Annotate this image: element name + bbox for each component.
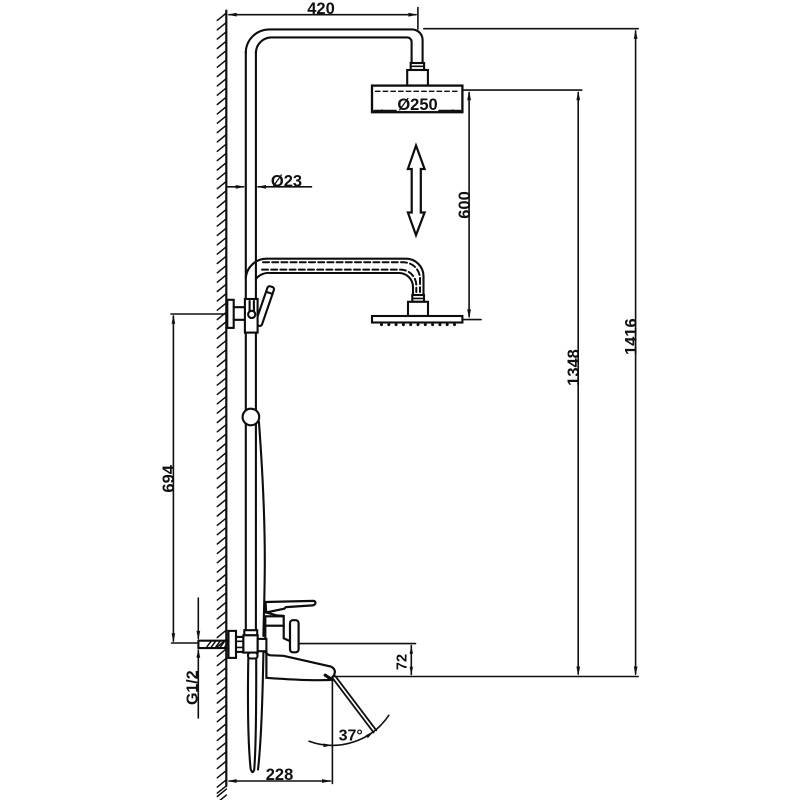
svg-text:1416: 1416 [622,318,640,355]
svg-text:420: 420 [307,0,335,18]
svg-text:1348: 1348 [565,349,583,386]
svg-text:Ø23: Ø23 [271,173,302,191]
svg-text:228: 228 [266,766,294,784]
svg-text:37°: 37° [339,727,363,744]
svg-text:G1/2: G1/2 [185,670,202,705]
svg-text:Ø250: Ø250 [397,96,437,114]
svg-text:600: 600 [456,191,474,219]
svg-text:694: 694 [160,464,178,492]
svg-text:72: 72 [395,654,411,670]
